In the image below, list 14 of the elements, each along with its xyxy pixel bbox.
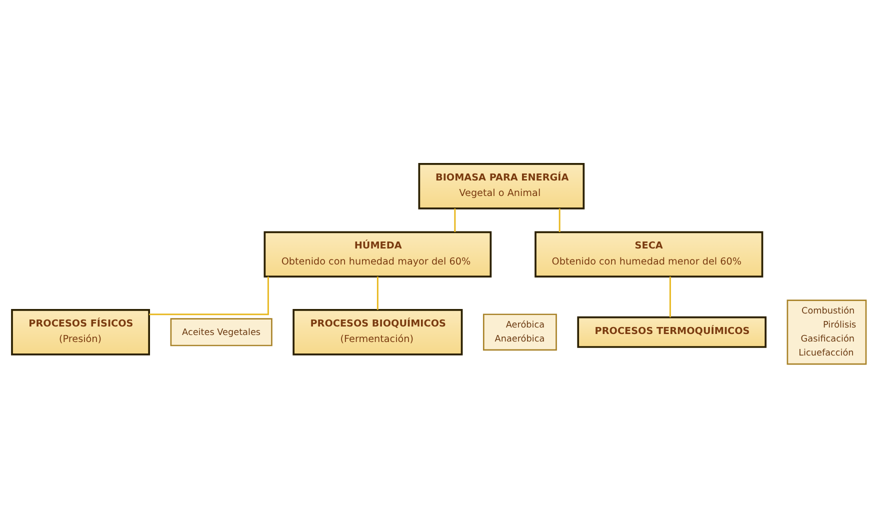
connector <box>669 276 671 317</box>
node-box: Aeróbica Anaeróbica <box>482 313 557 350</box>
connector <box>454 208 456 232</box>
node-box: BIOMASA PARA ENERGÍA Vegetal o Animal <box>418 162 585 209</box>
node-box: Combustión Pirólisis Gasificación Licuefacción <box>786 299 867 364</box>
node-box: PROCESOS FÍSICOS (Presión) <box>11 308 150 355</box>
node-box: PROCESOS BIOQUÍMICOS (Fermentación) <box>292 308 463 355</box>
node-box: PROCESOS TERMOQUÍMICOS <box>577 316 767 348</box>
node-box: SECA Obtenido con humedad menor del 60% <box>534 230 764 278</box>
connector <box>558 208 560 232</box>
node-box: HÚMEDA Obtenido con humedad mayor del 60% <box>264 230 492 278</box>
connector <box>376 276 378 310</box>
connector <box>149 276 269 315</box>
node-box: Aceites Vegetales <box>170 318 272 346</box>
